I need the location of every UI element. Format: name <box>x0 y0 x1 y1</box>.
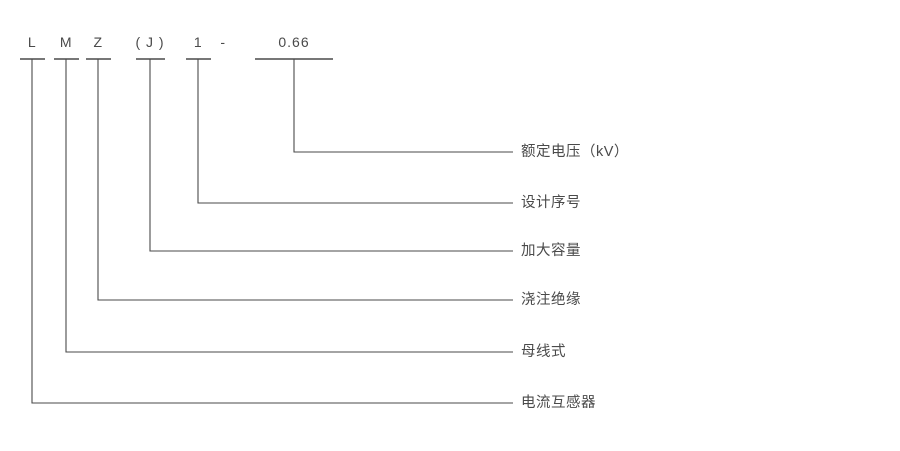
leader-busbar-type <box>65 59 513 353</box>
token-z: Z <box>93 34 103 50</box>
token-066: 0.66 <box>278 34 310 50</box>
label-increased-capacity: 加大容量 <box>521 242 581 259</box>
label-busbar-type: 母线式 <box>521 343 566 360</box>
label-cast-insulation: 浇注绝缘 <box>521 291 581 308</box>
leader-cast-insulation <box>97 59 513 301</box>
token-1: 1 <box>193 34 203 50</box>
label-rated-voltage: 额定电压（kV） <box>521 143 629 160</box>
token-dash: - <box>220 34 226 50</box>
token-m: M <box>59 34 73 50</box>
leader-current-transformer <box>31 59 513 404</box>
token-j: ( J ) <box>135 34 165 50</box>
leader-increased-capacity <box>149 59 513 252</box>
leader-rated-voltage <box>293 59 513 153</box>
token-l: L <box>27 34 37 50</box>
leader-design-serial <box>197 59 513 204</box>
label-current-transformer: 电流互感器 <box>521 394 596 411</box>
label-design-serial: 设计序号 <box>521 194 581 211</box>
leader-line-group <box>31 59 513 404</box>
